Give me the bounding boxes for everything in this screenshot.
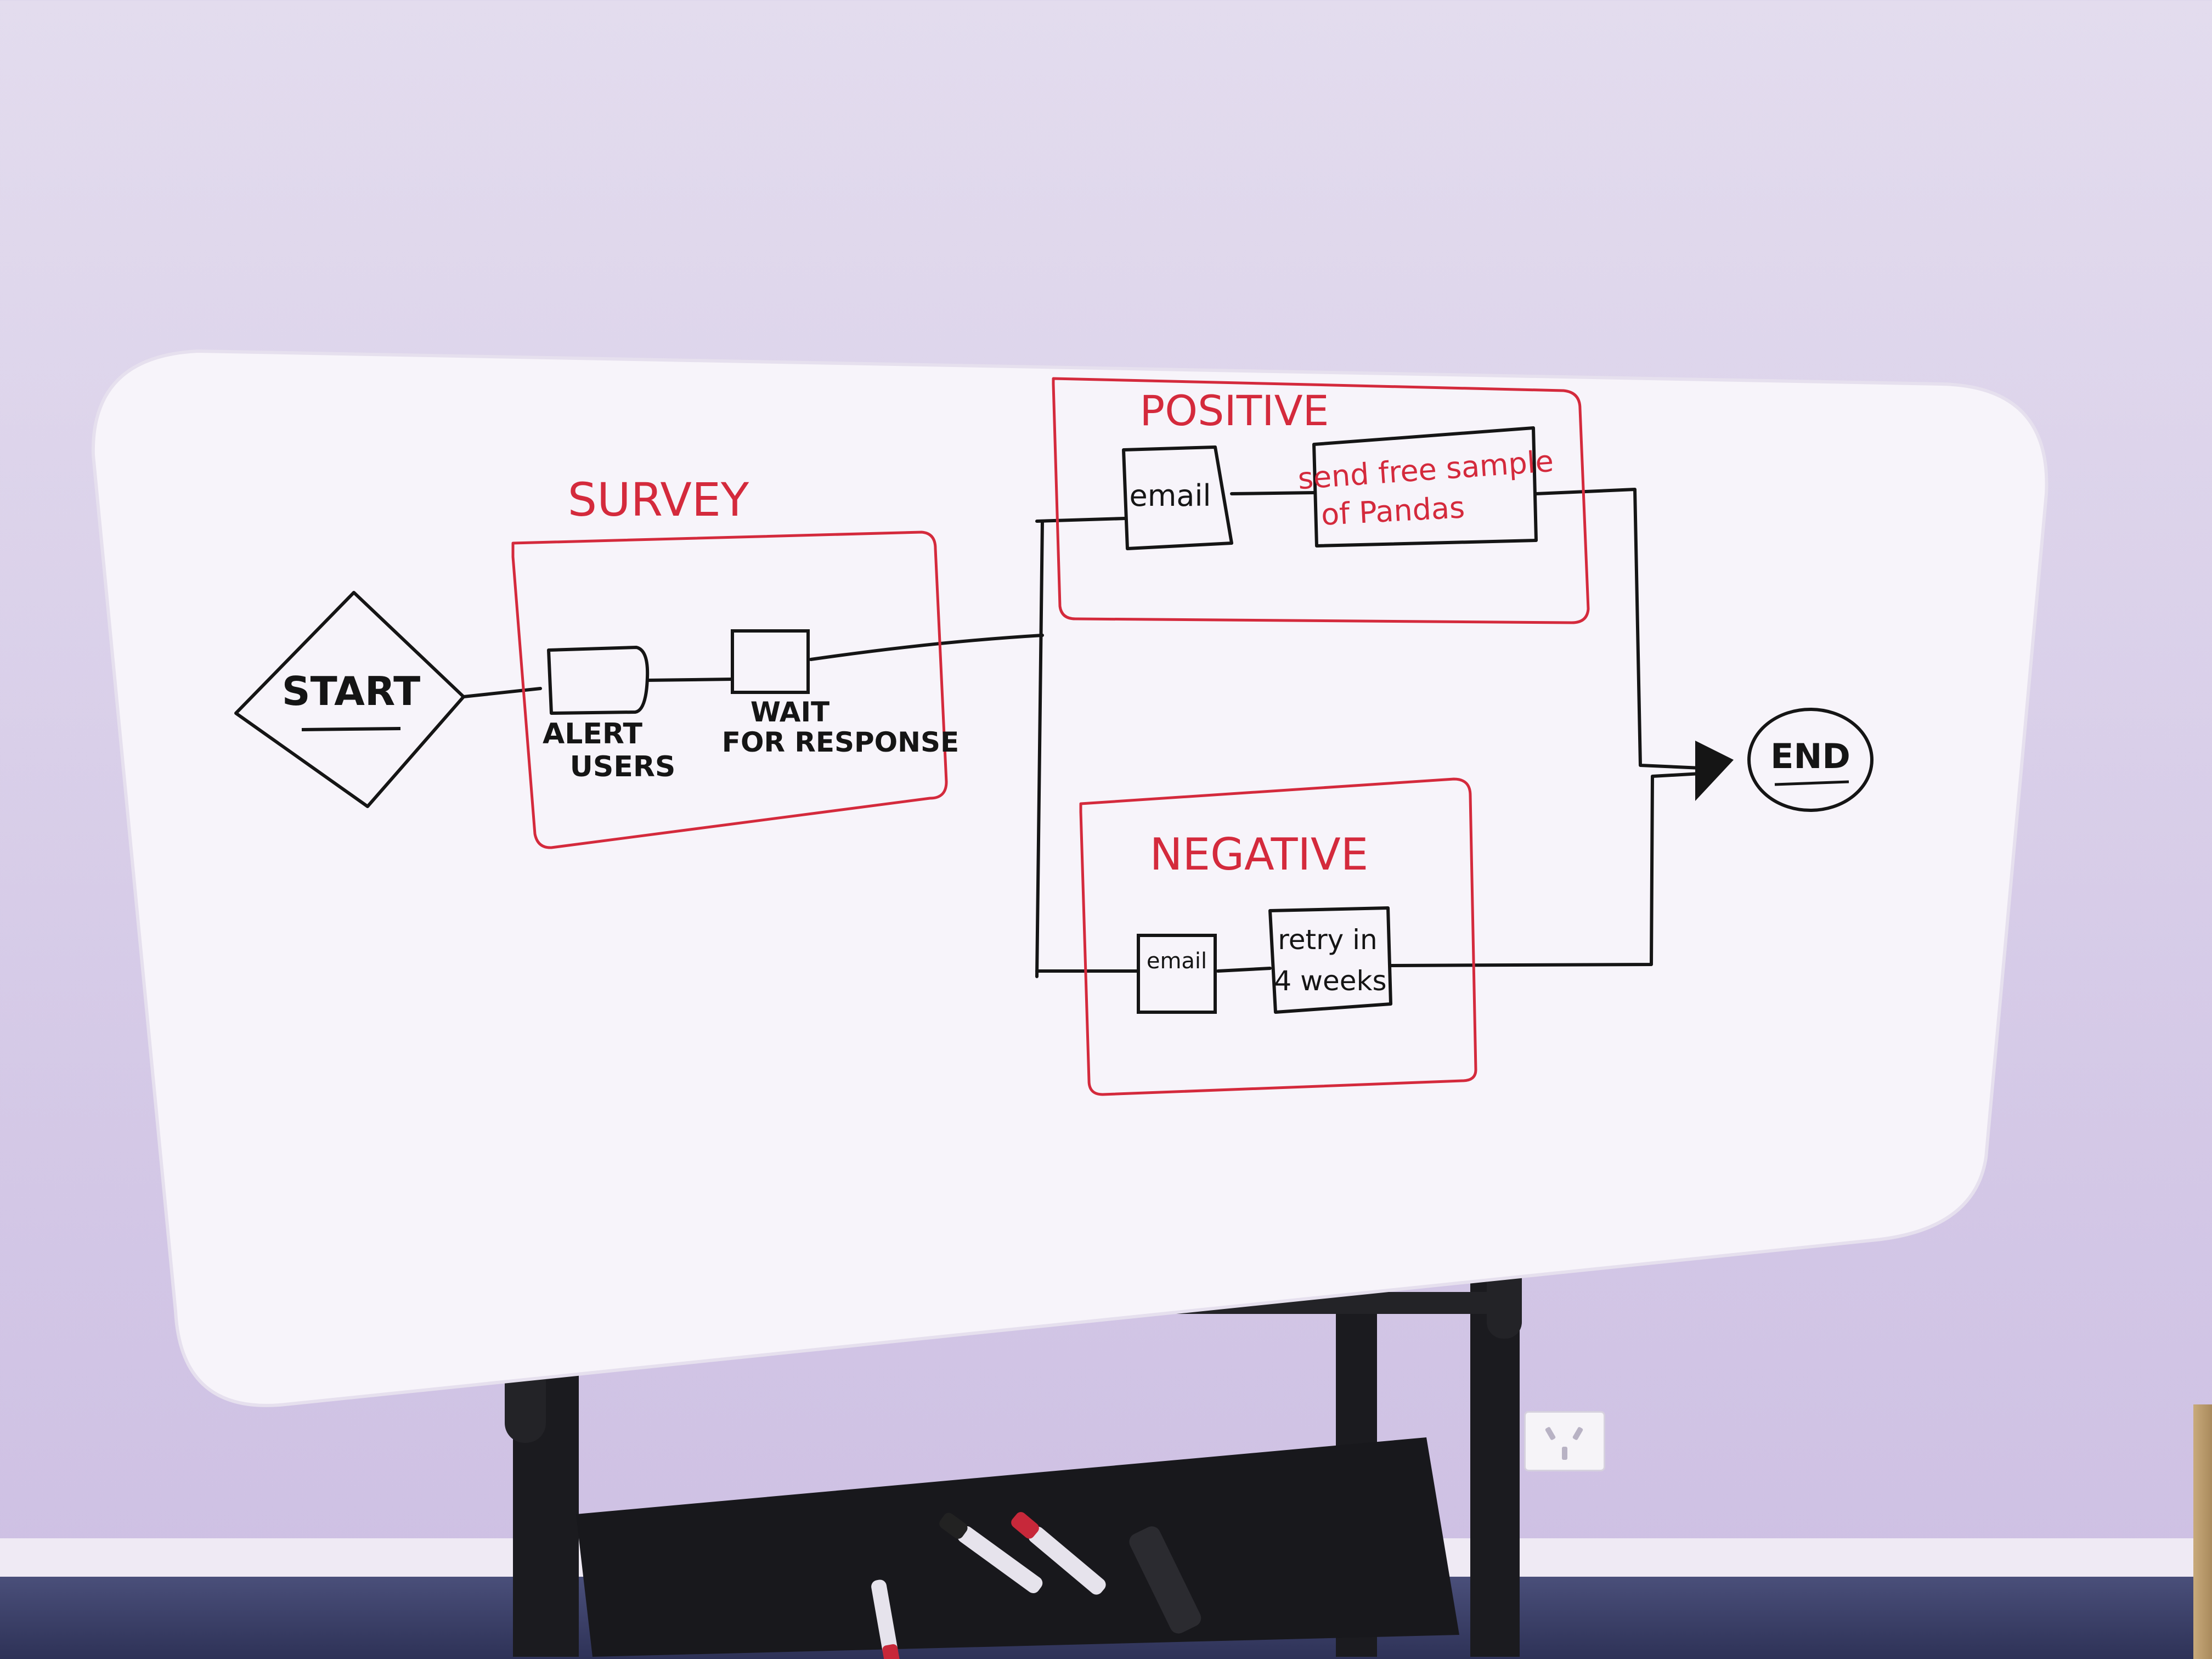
svg-text:4 weeks: 4 weeks [1274,965,1386,997]
svg-text:retry in: retry in [1278,924,1377,956]
group-positive-title: POSITIVE [1139,386,1329,435]
connectors [462,488,1702,978]
svg-text:email: email [1147,949,1207,974]
svg-text:USERS: USERS [570,751,676,783]
svg-text:FOR RESPONSE: FOR RESPONSE [722,726,959,758]
markers [871,1512,1201,1659]
step-negative-email: email [1137,934,1217,1014]
door-frame [2193,1404,2212,1659]
step-wait-for-response: WAIT FOR RESPONSE [722,629,959,758]
end-node: END [1747,708,1874,812]
start-label: START [282,668,420,714]
step-send-free-sample: send free sample of Pandas [1297,426,1555,548]
svg-text:WAIT: WAIT [751,696,830,728]
start-node: START [234,591,465,808]
group-negative-box [1079,777,1477,1096]
whiteboard [91,349,2049,1407]
step-retry-in-4-weeks: retry in 4 weeks [1268,906,1392,1014]
group-survey-box [511,531,948,849]
power-outlet [1524,1411,1605,1471]
svg-text:email: email [1130,478,1211,513]
group-survey-title: SURVEY [568,473,749,527]
group-positive-box [1052,377,1590,624]
group-negative-title: NEGATIVE [1150,829,1369,880]
svg-text:of Pandas: of Pandas [1320,490,1465,532]
step-alert-users: ALERT USERS [543,646,676,783]
step-positive-email: email [1122,445,1233,550]
end-label: END [1770,736,1850,776]
arrowhead-icon [1695,741,1734,801]
svg-text:ALERT: ALERT [543,718,643,751]
